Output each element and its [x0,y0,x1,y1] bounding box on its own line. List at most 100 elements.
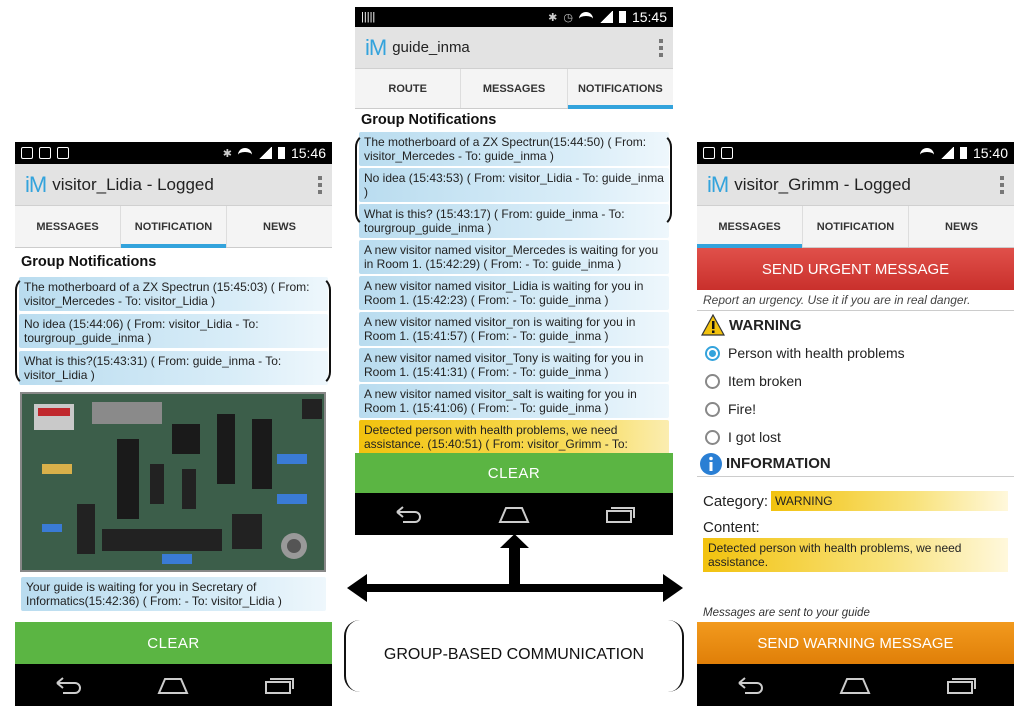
right-phone: 15:40 iM visitor_Grimm - Logged MESSAGES… [697,142,1014,706]
battery-icon [618,11,626,23]
radio-selected-icon[interactable] [705,345,720,361]
option-label: Person with health problems [728,345,905,361]
wifi-icon [237,148,252,158]
radio-icon[interactable] [705,429,720,445]
gallery-icon [21,147,33,159]
bluetooth-icon: ✱ [548,11,558,24]
bluetooth-icon: ✱ [222,147,232,160]
signal-icon [598,11,613,23]
list-item[interactable]: The motherboard of a ZX Spectrun (15:45:… [19,277,328,311]
tab-notification[interactable]: NOTIFICATION [803,206,909,247]
option-fire[interactable]: Fire! [697,395,1014,423]
info-icon [700,452,722,475]
section-title: Group Notifications [21,254,157,270]
overflow-menu-icon[interactable] [659,38,663,57]
communication-arrows [347,534,683,602]
list-item[interactable]: What is this? (15:43:17) ( From: guide_i… [359,204,669,238]
radio-icon[interactable] [705,373,720,389]
clear-button[interactable]: CLEAR [15,622,332,664]
app-logo: iM [707,171,729,197]
tab-news[interactable]: NEWS [263,220,296,233]
clock: 15:40 [972,145,1008,161]
warning-header: WARNING [697,311,1014,339]
media-icon [721,147,733,159]
radio-icon[interactable] [705,401,720,417]
task-icon [39,147,51,159]
battery-icon [959,147,967,159]
list-item[interactable]: A new visitor named visitor_Lidia is wai… [359,276,669,310]
app-title: visitor_Lidia - Logged [52,174,214,194]
app-bar: iM visitor_Lidia - Logged [15,164,332,206]
tab-notifications[interactable]: NOTIFICATIONS [567,69,673,109]
list-item[interactable]: No idea (15:43:53) ( From: visitor_Lidia… [359,168,669,202]
list-item[interactable]: A new visitor named visitor_Tony is wait… [359,348,669,382]
option-got-lost[interactable]: I got lost [697,423,1014,451]
home-icon[interactable] [156,675,190,695]
nav-bar [355,493,673,535]
recents-icon[interactable] [944,675,978,695]
tab-messages[interactable]: MESSAGES [461,69,568,108]
app-title: guide_inma [392,39,470,56]
status-bar: 15:40 [697,142,1014,164]
barcode-icon: ||||| [361,11,376,23]
status-bar: ✱ 15:46 [15,142,332,164]
group-bracket-left [15,276,331,386]
home-icon[interactable] [838,675,872,695]
clock: 15:45 [631,9,667,25]
clock: 15:46 [290,145,326,161]
recents-icon[interactable] [262,675,296,695]
caption: GROUP-BASED COMMUNICATION [383,646,645,663]
battery-icon [277,147,285,159]
signal-icon [257,147,272,159]
back-icon[interactable] [733,675,767,695]
app-bar: iM visitor_Grimm - Logged [697,164,1014,206]
tab-bar: MESSAGES NOTIFICATION NEWS [697,206,1014,248]
content-label: Content: [703,519,760,536]
group-bracket-center [355,133,672,227]
app-logo: iM [25,171,47,197]
clear-button[interactable]: CLEAR [355,453,673,493]
option-health[interactable]: Person with health problems [697,339,1014,367]
section-title: Group Notifications [361,112,497,128]
list-item[interactable]: No idea (15:44:06) ( From: visitor_Lidia… [19,314,328,348]
arrow-left-head [347,574,367,602]
option-item-broken[interactable]: Item broken [697,367,1014,395]
app-bar: iM guide_inma [355,27,673,69]
wifi-icon [919,148,934,158]
information-heading: INFORMATION [726,455,831,472]
tab-messages[interactable]: MESSAGES [15,206,121,247]
tab-bar: MESSAGES NOTIFICATION NEWS [15,206,332,248]
task-icon [703,147,715,159]
recents-icon[interactable] [603,504,637,524]
tab-bar: ROUTE MESSAGES NOTIFICATIONS [355,69,673,109]
list-item[interactable]: A new visitor named visitor_ron is waiti… [359,312,669,346]
option-label: Fire! [728,401,756,417]
send-urgent-button[interactable]: SEND URGENT MESSAGE [697,248,1014,290]
warning-icon [701,314,725,336]
footer-note: Messages are sent to your guide [703,607,870,619]
overflow-menu-icon[interactable] [318,175,322,194]
center-phone: ||||| ✱◷15:45 iM guide_inma ROUTE MESSAG… [355,7,673,535]
tab-news[interactable]: NEWS [945,220,978,233]
option-label: I got lost [728,429,781,445]
urgent-hint: Report an urgency. Use it if you are in … [697,290,1014,311]
back-icon[interactable] [391,504,425,524]
list-item[interactable]: The motherboard of a ZX Spectrun(15:44:5… [359,132,669,166]
overflow-menu-icon[interactable] [1000,175,1004,194]
nav-bar [697,664,1014,706]
tab-messages[interactable]: MESSAGES [697,206,803,248]
status-bar: ||||| ✱◷15:45 [355,7,673,27]
arrow-up-head [500,534,529,548]
home-icon[interactable] [497,504,531,524]
tab-notification[interactable]: NOTIFICATION [121,206,227,248]
tab-route[interactable]: ROUTE [355,69,462,108]
signal-icon [939,147,954,159]
nav-bar [15,664,332,706]
list-item[interactable]: A new visitor named visitor_Mercedes is … [359,240,669,274]
list-item[interactable]: What is this?(15:43:31) ( From: guide_in… [19,351,328,385]
list-item[interactable]: A new visitor named visitor_salt is wait… [359,384,669,418]
arrow-up-shaft [509,548,520,588]
send-warning-button[interactable]: SEND WARNING MESSAGE [697,622,1014,664]
list-item[interactable]: Your guide is waiting for you in Secreta… [21,577,326,611]
back-icon[interactable] [51,675,85,695]
